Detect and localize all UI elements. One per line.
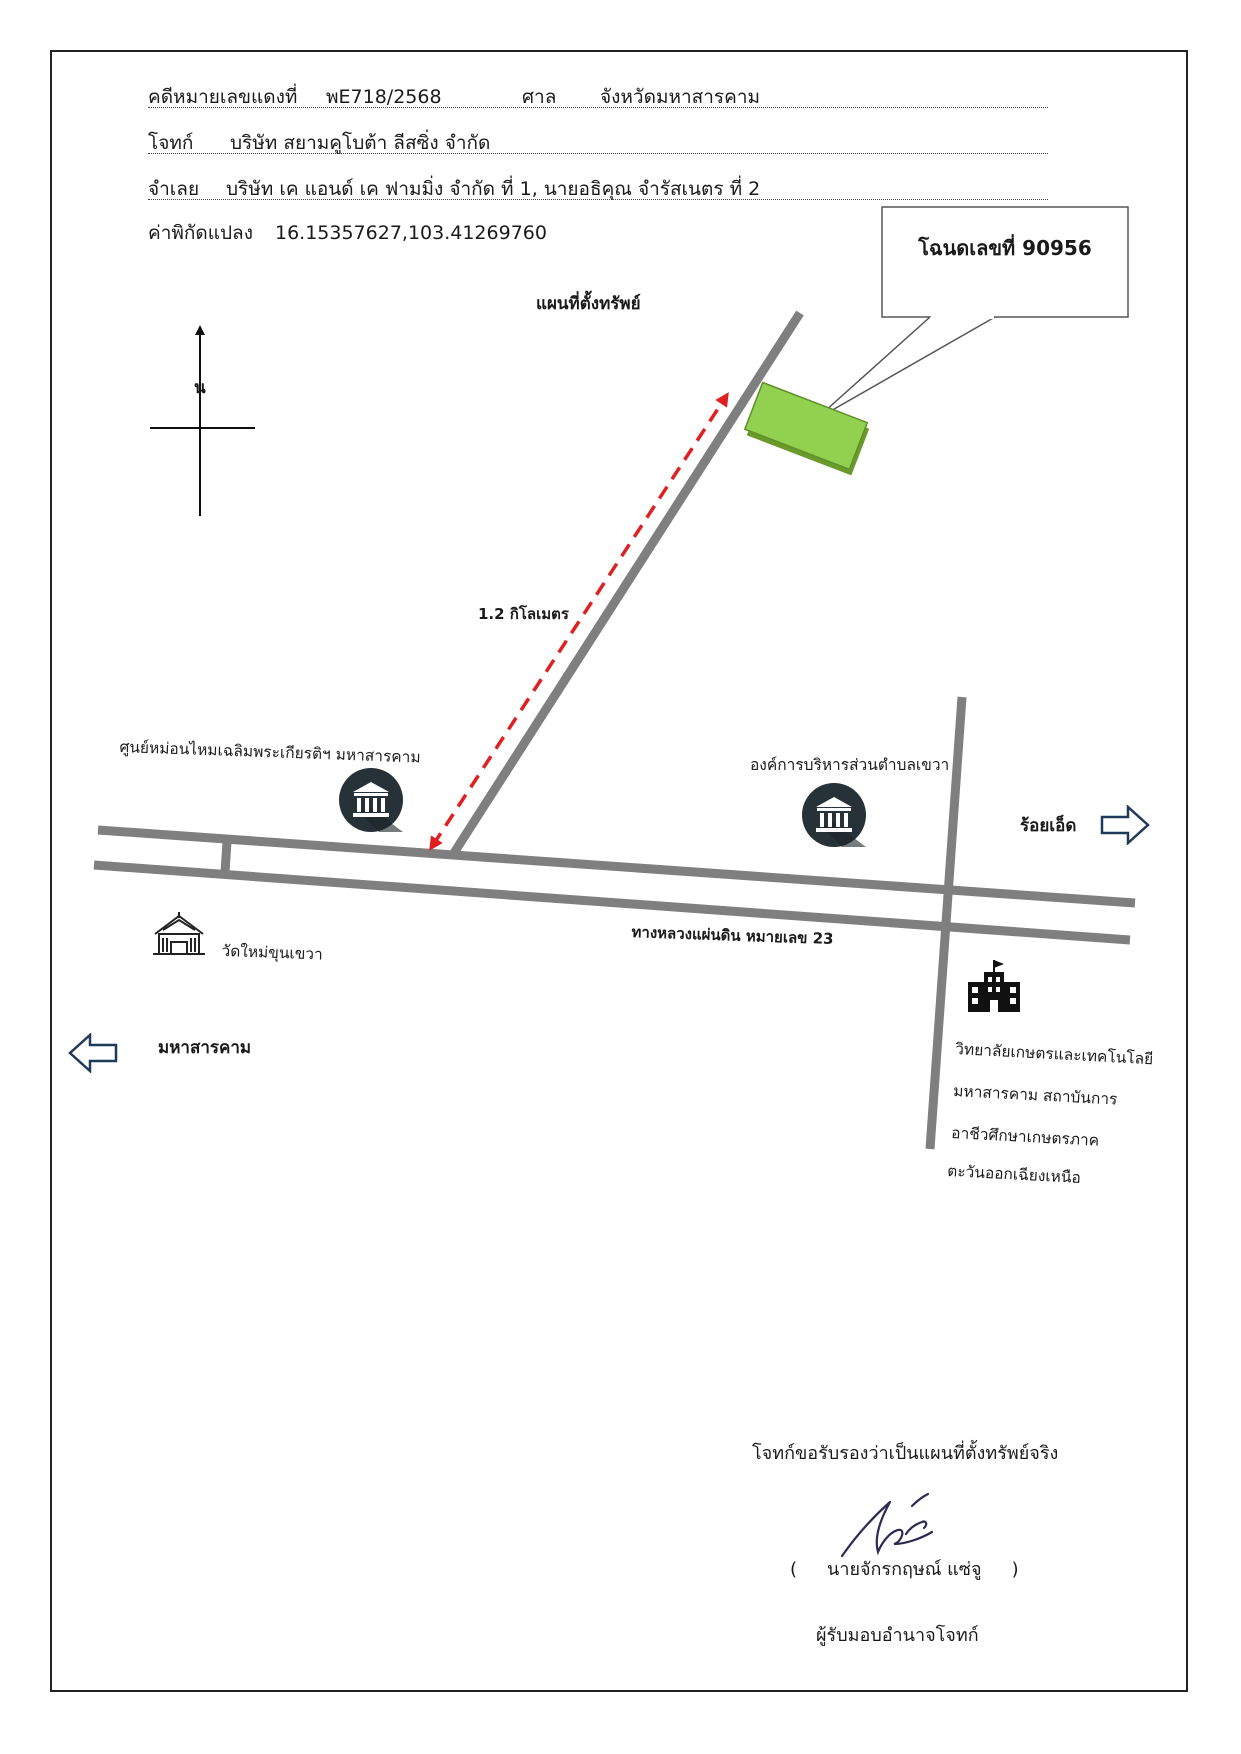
distance-arrow	[429, 392, 729, 851]
highway-south-edge	[93, 860, 1131, 945]
plaintiff-label: โจทก์	[148, 132, 194, 154]
case-row: คดีหมายเลขแดงที่ พE718/2568 ศาล จังหวัดม…	[148, 78, 1048, 112]
defendant-names: บริษัท เค แอนด์ เค ฟามมิ่ง จำกัด ที่ 1, …	[226, 178, 761, 200]
signer-line: ( นายจักรกฤษณ์ แซ่จู)	[790, 1554, 1019, 1583]
side-road-east	[925, 696, 967, 1150]
coordinates-row: ค่าพิกัดแปลง 16.15357627,103.41269760	[148, 218, 547, 248]
direction-east-label: ร้อยเอ็ด	[1020, 816, 1077, 836]
government-building-icon	[802, 783, 866, 847]
dotted-line	[148, 107, 1048, 108]
connector-road	[220, 841, 232, 873]
north-label: น	[194, 378, 206, 398]
landmark-tao: องค์การบริหารส่วนตำบลเขวา	[750, 756, 950, 774]
temple-icon	[153, 912, 205, 955]
deed-callout	[814, 206, 1129, 421]
college-building-icon	[968, 960, 1020, 1012]
dotted-line	[148, 153, 1048, 154]
certification-statement: โจทก์ขอรับรองว่าเป็นแผนที่ตั้งทรัพย์จริง	[752, 1443, 1059, 1464]
coordinates-value: 16.15357627,103.41269760	[274, 222, 547, 244]
government-building-icon	[339, 768, 403, 832]
plaintiff-name: บริษัท สยามคูโบต้า ลีสซิ่ง จำกัด	[230, 132, 491, 154]
highway-north-edge	[97, 825, 1136, 908]
arrow-left-icon	[68, 1033, 118, 1073]
map-title: แผนที่ตั้งทรัพย์	[536, 294, 641, 314]
court-name: จังหวัดมหาสารคาม	[600, 86, 761, 108]
page-frame	[50, 50, 1188, 1692]
dotted-line	[148, 199, 1048, 200]
roads	[93, 310, 1136, 1150]
signer-name: นายจักรกฤษณ์ แซ่จู	[827, 1559, 982, 1580]
case-number: พE718/2568	[326, 86, 442, 108]
north-arrow	[150, 325, 255, 516]
plaintiff-row: โจทก์ บริษัท สยามคูโบต้า ลีสซิ่ง จำกัด	[148, 124, 1048, 158]
signer-role: ผู้รับมอบอำนาจโจทก์	[816, 1625, 979, 1646]
paren-close: )	[1011, 1559, 1019, 1580]
defendant-label: จำเลย	[148, 178, 200, 200]
defendant-row: จำเลย บริษัท เค แอนด์ เค ฟามมิ่ง จำกัด ท…	[148, 170, 1048, 204]
coordinates-label: ค่าพิกัดแปลง	[148, 222, 253, 244]
arrow-right-icon	[1100, 805, 1150, 845]
paren-open: (	[790, 1559, 798, 1580]
land-parcel	[743, 381, 870, 476]
deed-number-label: โฉนดเลขที่ 90956	[918, 236, 1092, 260]
distance-label: 1.2 กิโลเมตร	[478, 605, 569, 623]
landmark-temple: วัดใหม่ขุนเขวา	[221, 941, 324, 964]
court-label: ศาล	[522, 86, 557, 108]
case-label: คดีหมายเลขแดงที่	[148, 86, 298, 108]
direction-west-label: มหาสารคาม	[158, 1038, 252, 1058]
handwritten-signature	[840, 1492, 934, 1558]
access-road	[448, 310, 804, 859]
